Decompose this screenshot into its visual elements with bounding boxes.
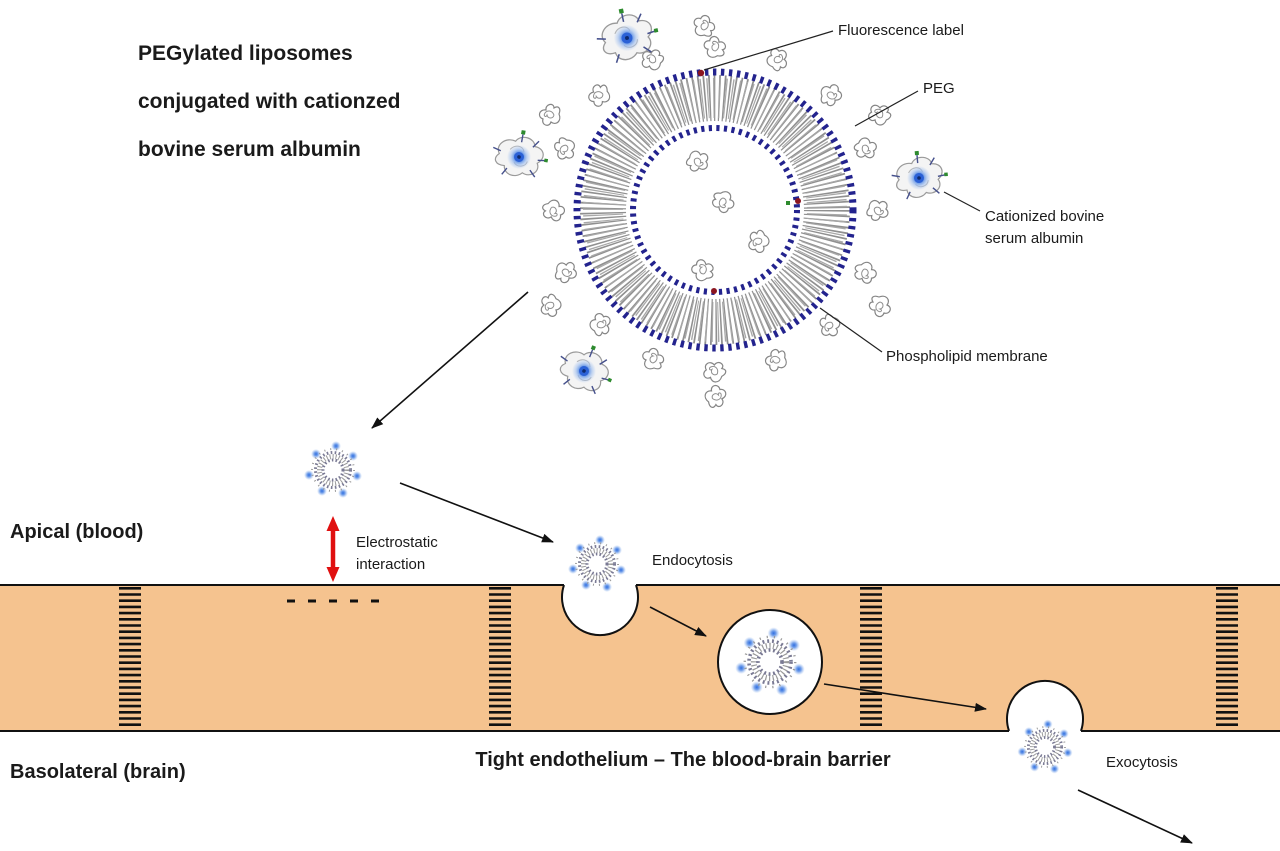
red-electrostatic-arrow	[326, 516, 340, 582]
endocytosis-label: Endocytosis	[652, 552, 733, 569]
basolateral-label: Basolateral (brain)	[10, 761, 186, 783]
lumen-scribbles	[683, 147, 773, 284]
phospholipid-inner-ring	[630, 125, 800, 295]
arrow-internalize	[649, 606, 707, 637]
endocytosis-notch	[561, 584, 639, 637]
membrane-band	[0, 584, 1280, 732]
phospholipid-outer-ring	[573, 68, 857, 352]
exocytosis-label: Exocytosis	[1106, 754, 1178, 771]
lipid-tails	[580, 75, 850, 345]
large-liposome-illustration	[488, 1, 951, 412]
liposome-apical	[304, 441, 362, 498]
peg-label: PEG	[923, 80, 955, 97]
leader-lines	[703, 30, 981, 353]
diagram-title-line-1: PEGylated liposomes	[138, 42, 353, 65]
arrow-release	[1077, 789, 1193, 844]
barrier-label: Tight endothelium – The blood-brain barr…	[475, 749, 891, 771]
arrow-to-pathway	[371, 291, 529, 429]
band-borders	[0, 584, 1280, 732]
diagram-title-line-3: bovine serum albumin	[138, 138, 361, 161]
pathway-arrows	[399, 482, 1193, 844]
electrostatic-label-line-2: interaction	[356, 556, 426, 573]
diagram-title-line-2: conjugated with cationzed	[138, 90, 401, 113]
arrow-traverse	[823, 683, 987, 712]
fluorescence-dots	[697, 69, 801, 294]
leader-fluorescence	[703, 30, 834, 71]
phospholipid-label: Phospholipid membrane	[886, 348, 1048, 365]
electrostatic-label: Electrostatic interaction	[356, 532, 438, 576]
leader-cbsa	[943, 191, 981, 212]
arrow-approach	[399, 482, 554, 543]
cbsa-label-line-1: Cationized bovine	[985, 208, 1105, 225]
exocytosis-notch	[1006, 679, 1084, 732]
cbsa-label-line-2: serum albumin	[985, 230, 1084, 247]
fluorescence-label: Fluorescence label	[838, 22, 964, 39]
tight-junctions	[119, 587, 1238, 729]
cbsa-label: Cationized bovine serum albumin	[985, 206, 1104, 250]
leader-peg	[854, 90, 919, 127]
diagram-title: PEGylated liposomes conjugated with cati…	[138, 30, 401, 174]
liposome-endocytosis	[568, 535, 626, 592]
apical-label: Apical (blood)	[10, 521, 144, 543]
leader-phospholipid	[819, 307, 883, 353]
electrostatic-label-line-1: Electrostatic	[356, 534, 438, 551]
